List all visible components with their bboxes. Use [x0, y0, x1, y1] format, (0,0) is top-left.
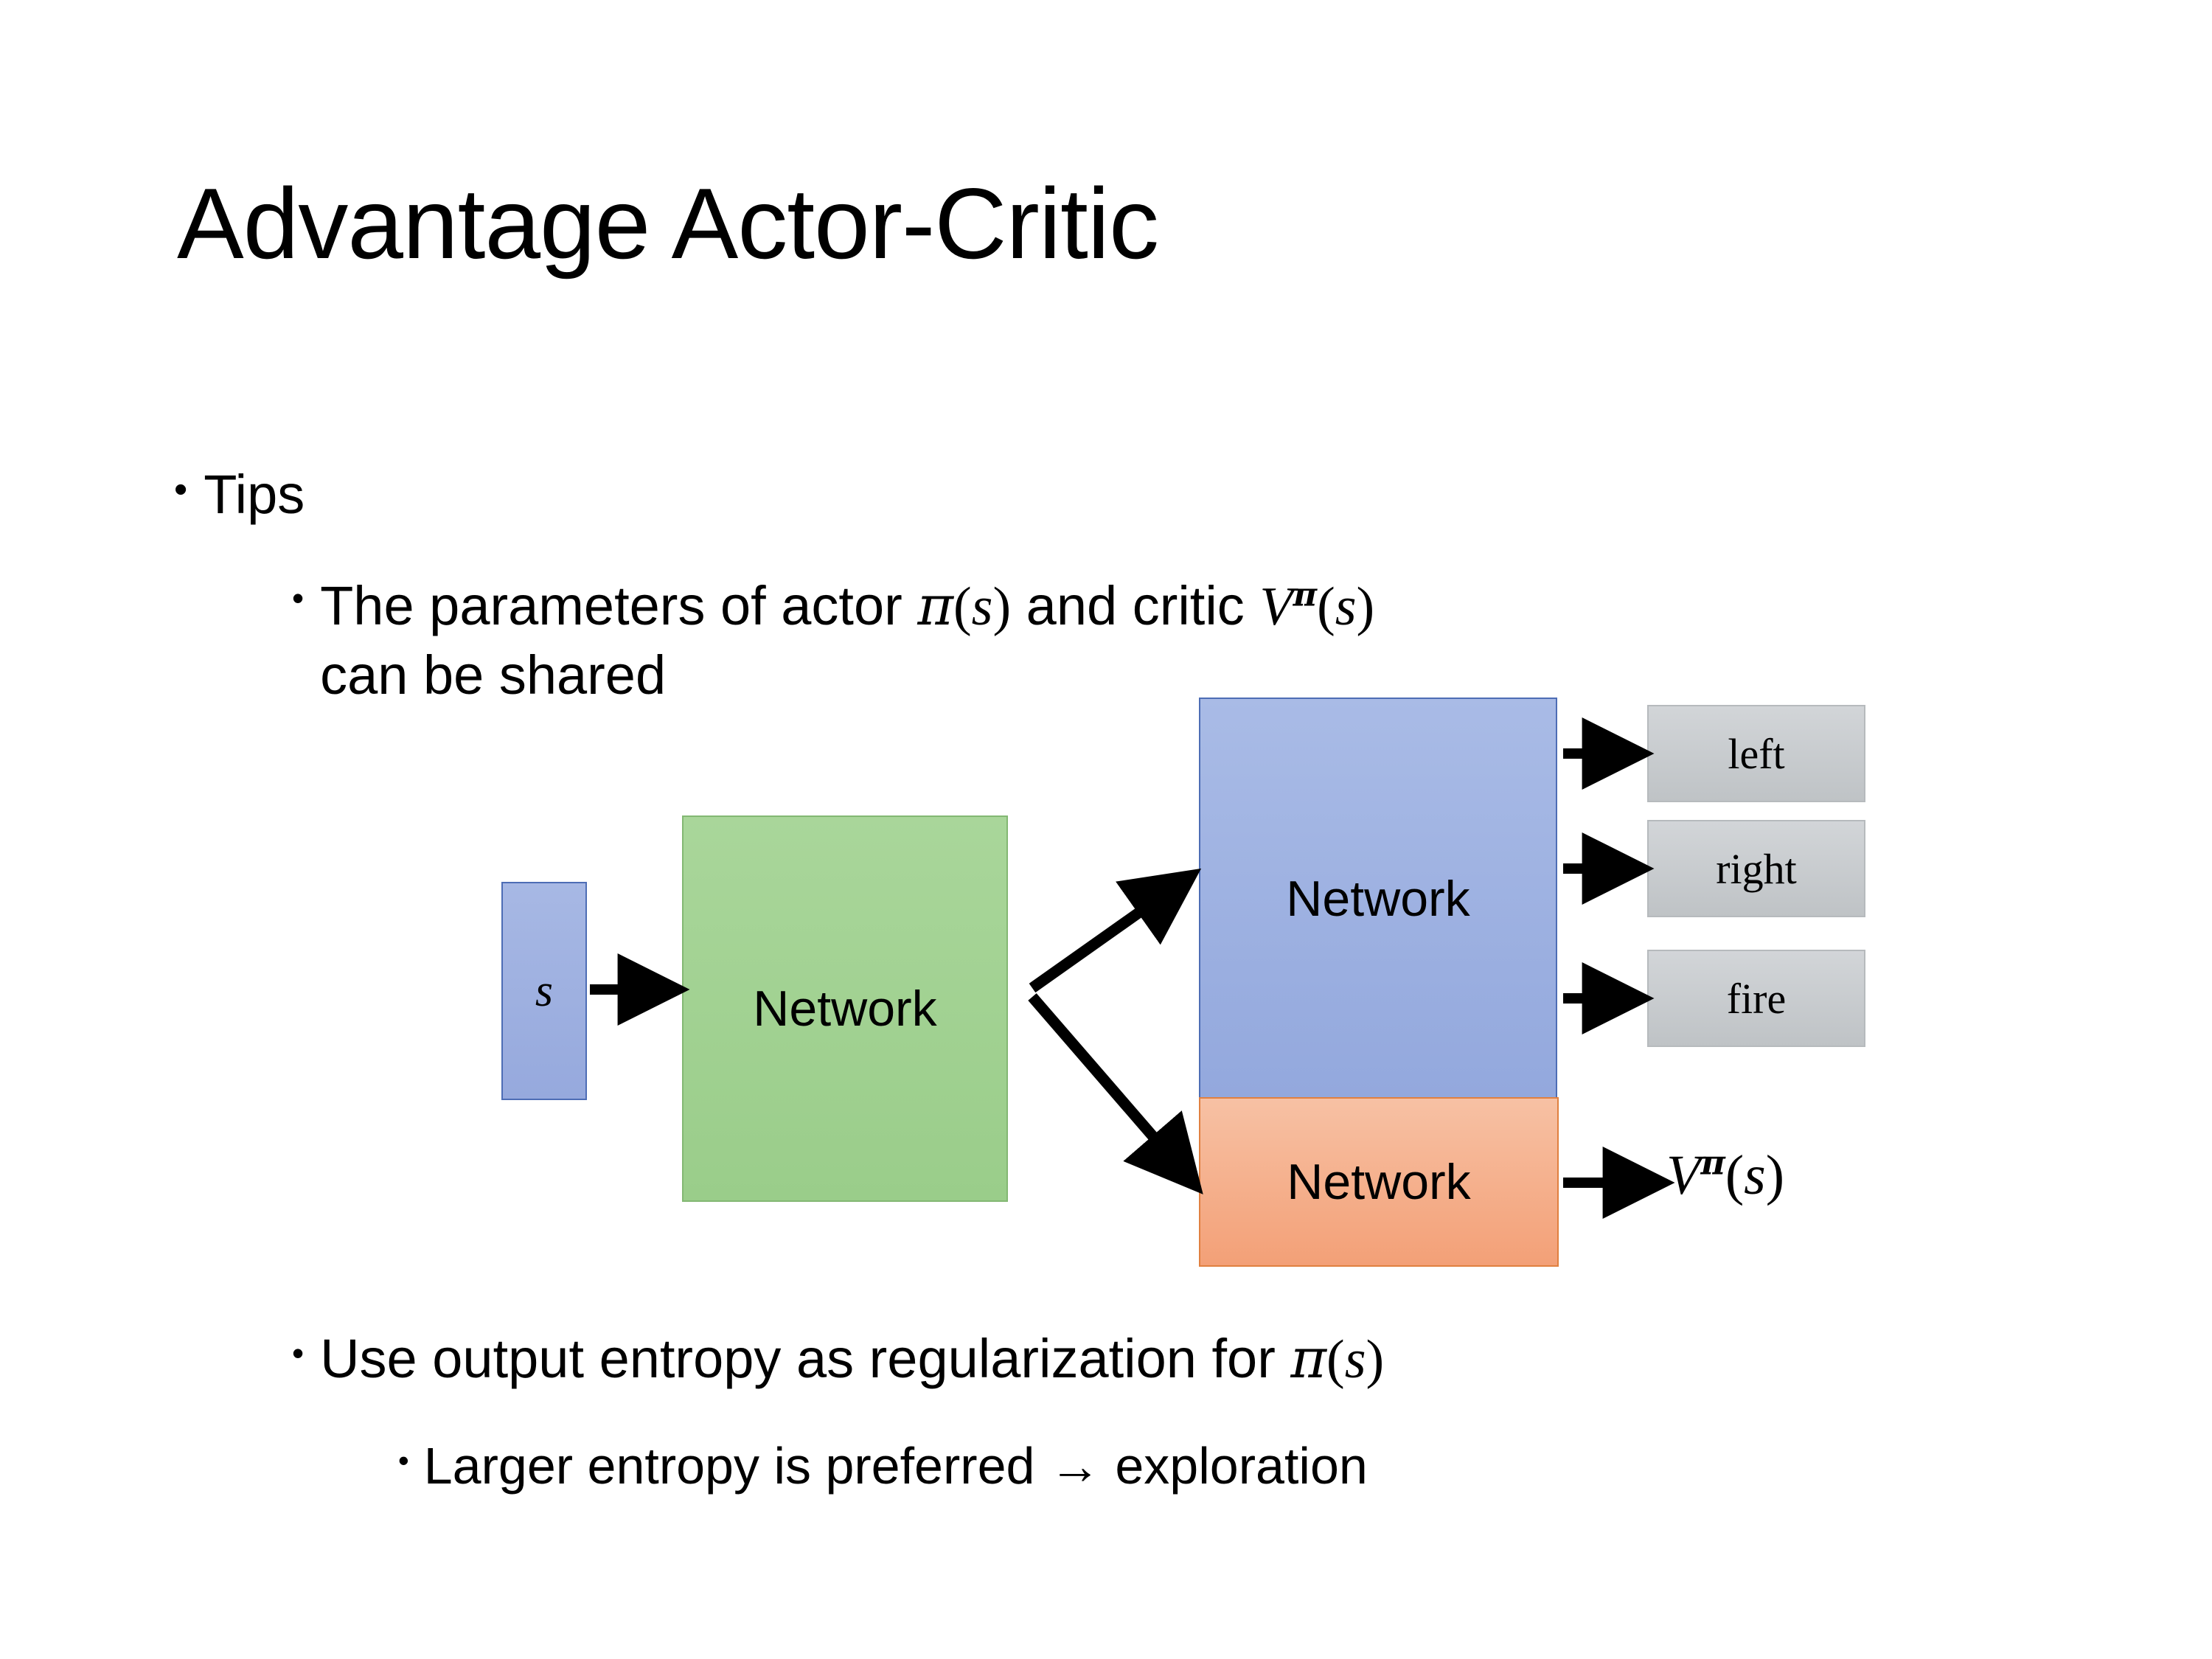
actor-network-box: Network	[1199, 698, 1557, 1100]
math-paren-open: (	[1725, 1144, 1745, 1206]
math-paren-close: )	[1356, 577, 1375, 637]
critic-network-label: Network	[1287, 1154, 1471, 1210]
math-s-critic: s	[1335, 577, 1357, 637]
shared-params-prefix: The parameters of actor	[320, 575, 918, 636]
critic-network-box: Network	[1199, 1097, 1559, 1267]
bullet-shared-params: • The parameters of actor π(s) and criti…	[292, 572, 2076, 709]
arrow-shared-to-critic	[1028, 993, 1203, 1194]
bullet-shared-params-label: The parameters of actor π(s) and critic …	[320, 572, 1374, 709]
math-V-critic: V	[1259, 577, 1293, 637]
action-output-right: right	[1647, 820, 1865, 917]
bullet-larger-entropy: • Larger entropy is preferred → explorat…	[398, 1436, 1368, 1495]
math-pi-superscript: π	[1293, 575, 1318, 614]
action-output-fire: fire	[1647, 950, 1865, 1047]
action-output-right-label: right	[1716, 844, 1797, 893]
bullet-marker-icon: •	[292, 1334, 305, 1372]
math-paren-open: (	[1326, 1329, 1345, 1390]
math-paren-close: )	[1765, 1144, 1785, 1206]
shared-params-middle: and critic	[1011, 575, 1260, 636]
shared-network-box: Network	[682, 815, 1008, 1202]
action-output-left-label: left	[1728, 729, 1785, 778]
action-output-left: left	[1647, 705, 1865, 802]
action-output-fire-label: fire	[1726, 974, 1787, 1023]
bullet-entropy-label: Use output entropy as regularization for…	[320, 1327, 1384, 1391]
math-s-output: s	[1744, 1144, 1766, 1206]
bullet-entropy-regularization: • Use output entropy as regularization f…	[292, 1327, 1384, 1391]
value-function-output-label: Vπ(s)	[1666, 1143, 1784, 1208]
page-title: Advantage Actor-Critic	[177, 167, 1159, 279]
math-s-entropy: s	[1344, 1329, 1366, 1390]
shared-params-line2: can be shared	[320, 644, 667, 706]
arrow-shared-to-actor	[1029, 868, 1202, 993]
state-input-label: s	[535, 965, 554, 1016]
bullet-marker-icon: •	[174, 468, 188, 511]
bullet-tips: • Tips	[174, 463, 305, 526]
math-paren-open: (	[953, 577, 972, 637]
bullet-marker-icon: •	[398, 1443, 409, 1478]
state-input-box: s	[501, 882, 587, 1100]
math-V-output: V	[1666, 1144, 1701, 1206]
entropy-prefix: Use output entropy as regularization for	[320, 1328, 1291, 1389]
shared-network-label: Network	[753, 981, 937, 1037]
math-pi-entropy: π	[1290, 1327, 1327, 1391]
bullet-tips-label: Tips	[204, 464, 305, 525]
math-paren-close: )	[1366, 1329, 1385, 1390]
bullet-larger-entropy-label: Larger entropy is preferred → exploratio…	[423, 1437, 1368, 1495]
actor-network-label: Network	[1286, 871, 1470, 927]
math-pi-superscript: π	[1700, 1142, 1725, 1183]
math-s-actor: s	[971, 577, 993, 637]
bullet-marker-icon: •	[292, 579, 305, 617]
math-pi-actor: π	[917, 574, 953, 638]
math-paren-close: )	[992, 577, 1012, 637]
math-paren-open: (	[1317, 577, 1335, 637]
